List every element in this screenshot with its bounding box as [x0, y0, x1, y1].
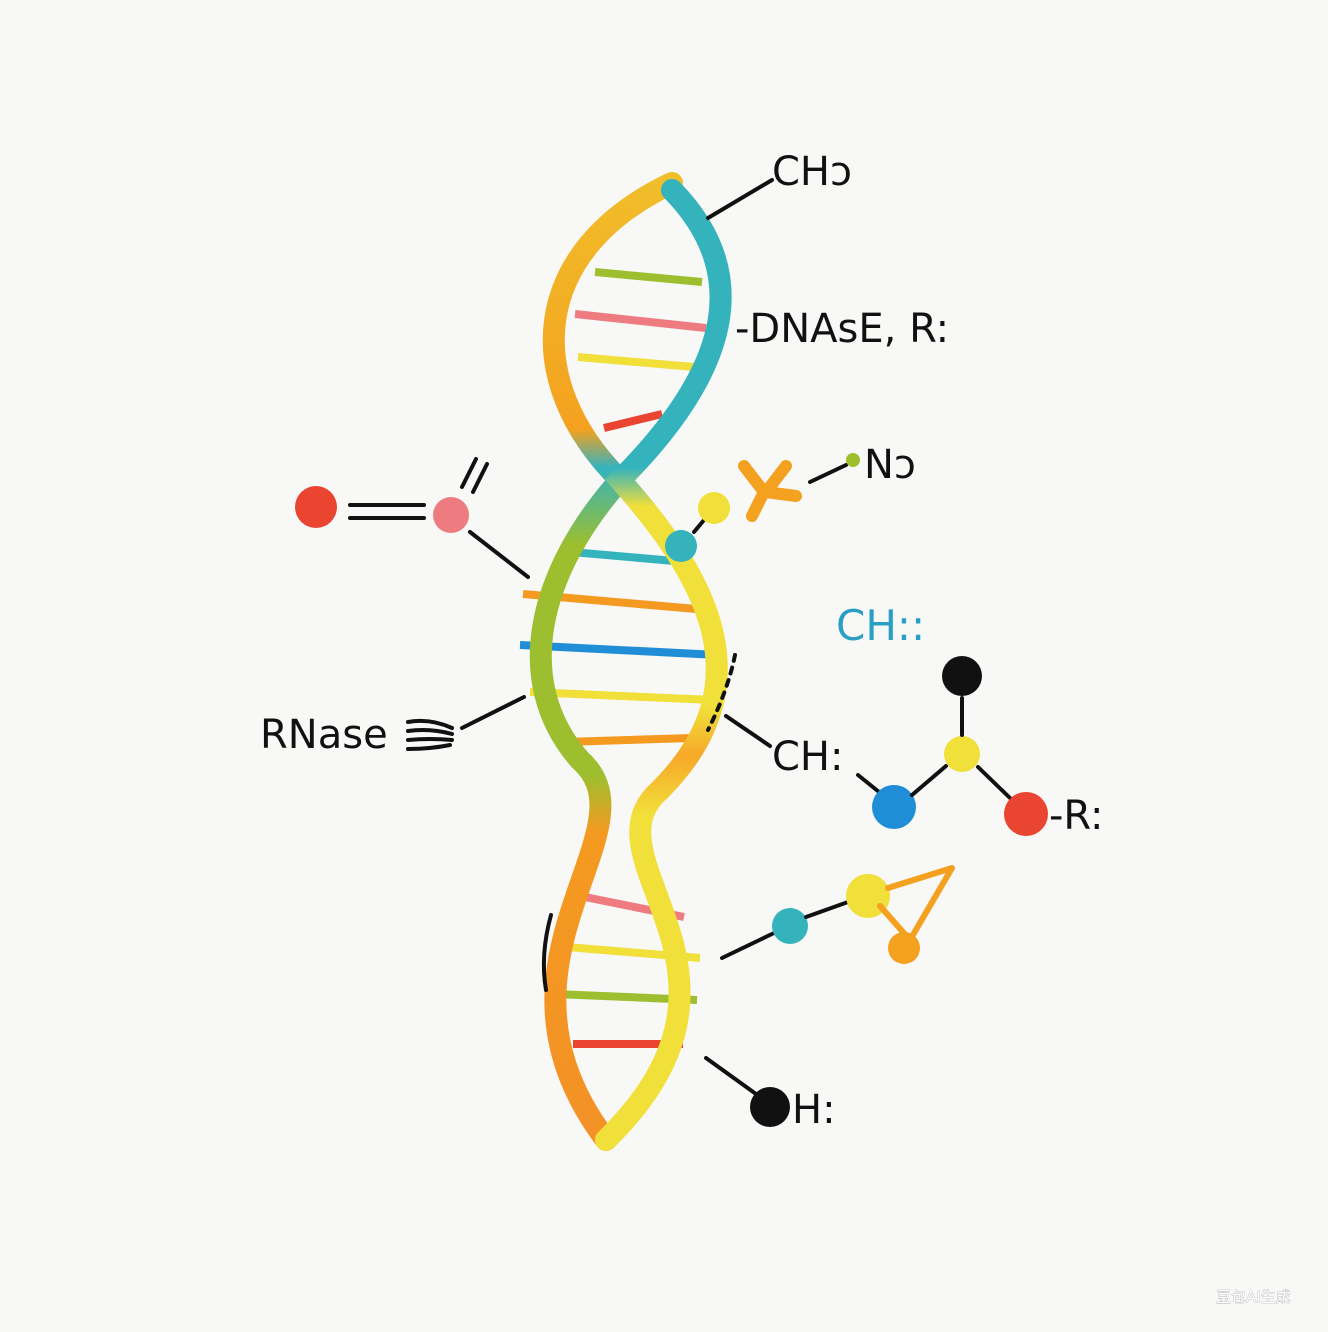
- n3-branch: Nɔ: [665, 442, 916, 562]
- label-r-right: -R:: [1049, 793, 1103, 839]
- orange-triangle: [877, 865, 955, 943]
- atom-red: [295, 486, 337, 528]
- bond-line: [720, 931, 776, 960]
- atom-teal: [772, 908, 808, 944]
- right-molecule: CH: -R:: [724, 656, 1103, 839]
- triple-bond-icon: [460, 457, 489, 494]
- label-n3: Nɔ: [864, 442, 916, 488]
- atom-yellow: [944, 736, 980, 772]
- label-ch-blue: CH::: [836, 601, 925, 650]
- rung: [519, 641, 719, 659]
- left-molecule: [295, 457, 530, 579]
- atom-blue: [872, 785, 916, 829]
- bond-line: [804, 900, 850, 919]
- bond-line: [976, 765, 1012, 800]
- label-ch3-top: CHɔ: [772, 149, 852, 195]
- rung: [594, 268, 703, 286]
- atom-red: [1004, 792, 1048, 836]
- lower-molecule: [720, 865, 955, 964]
- atom-pink: [433, 497, 469, 533]
- bond-line: [910, 764, 948, 797]
- wave-glyph-icon: [406, 718, 454, 751]
- rung: [529, 688, 714, 704]
- rung: [563, 734, 693, 746]
- bond-line: [706, 178, 774, 220]
- atom-orange: [888, 932, 920, 964]
- rung: [574, 310, 707, 332]
- atom-lime-small: [846, 453, 860, 467]
- dna-strand-a: [529, 172, 683, 1151]
- atom-teal: [665, 530, 697, 562]
- label-ch-mid: CH:: [772, 734, 843, 780]
- rung: [577, 353, 695, 371]
- rung: [603, 410, 663, 432]
- bond-line: [692, 518, 706, 534]
- strand-accent: [541, 913, 553, 992]
- atom-black: [942, 656, 982, 696]
- bond-line: [460, 695, 526, 730]
- bond-line: [808, 463, 848, 484]
- dna-strand-b: [595, 179, 732, 1151]
- label-rnase: RNase: [260, 712, 388, 758]
- atom-yellow: [698, 492, 730, 524]
- bond-line: [468, 530, 530, 579]
- label-dnase: -DNAsE, R:: [735, 306, 949, 352]
- orange-glyph: [738, 460, 802, 522]
- watermark: 豆包AI生成: [1216, 1288, 1291, 1306]
- bond-line: [724, 714, 772, 748]
- bond-line: [704, 1056, 758, 1096]
- atom-black: [750, 1087, 790, 1127]
- label-h-bottom: H:: [792, 1087, 836, 1133]
- strand-accent: [706, 653, 737, 732]
